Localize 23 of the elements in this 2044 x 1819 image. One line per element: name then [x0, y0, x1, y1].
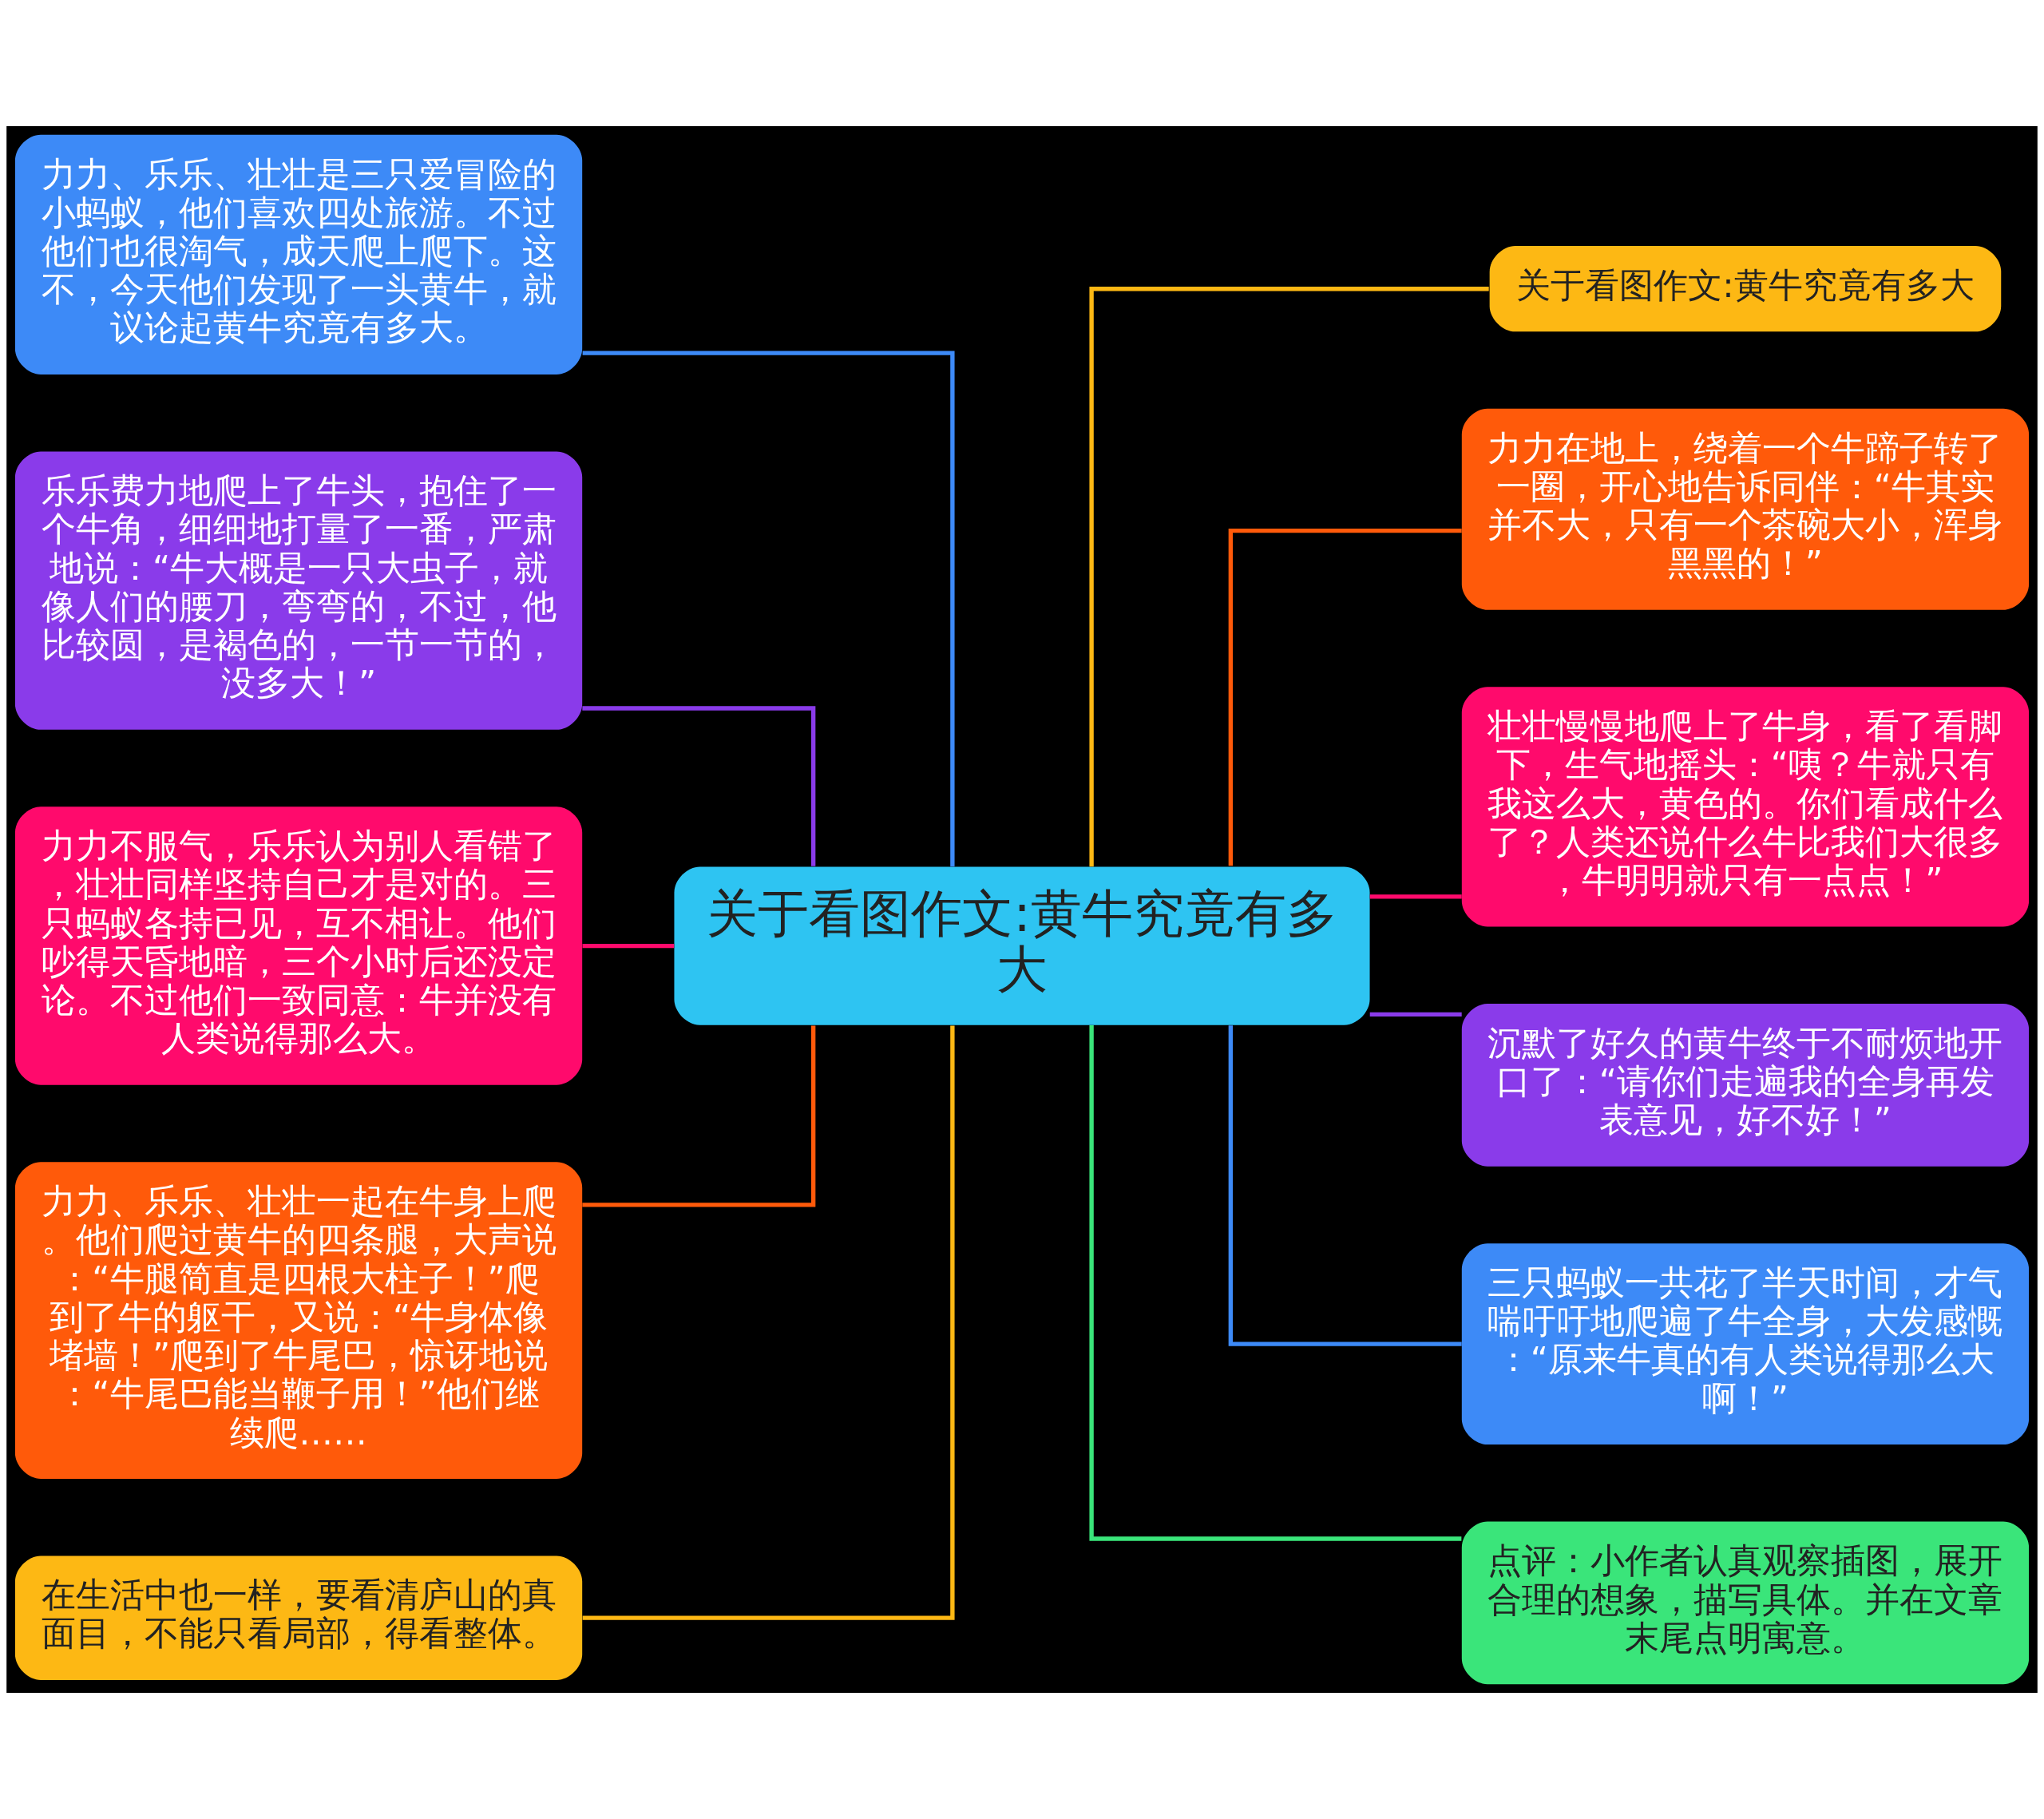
connector	[582, 943, 675, 949]
connector	[1089, 287, 1489, 867]
node-box: 三只蚂蚁一共花了半天时间，才气喘吁吁地爬遍了牛全身，大发感慨：“原来牛真的有人类说得那么大啊！”	[1461, 1243, 2030, 1445]
connector	[1369, 1012, 1462, 1016]
node-box: 沉默了好久的黄牛终于不耐烦地开口了：“请你们走遍我的全身再发表意见，好不好！”	[1461, 1003, 2030, 1167]
node-box: 乐乐费力地爬上了牛头，抱住了一个牛角，细细地打量了一番，严肃地说：“牛大概是一只大虫子，就像人们的腰刀，弯弯的，不过，他比较圆，是褐色的，一节一节的，没多大！”	[14, 451, 583, 730]
node-box: 壮壮慢慢地爬上了牛身，看了看脚下，生气地摇头：“咦？牛就只有我这么大，黄色的。你们看成什么了？人类还说什么牛比我们大很多，牛明明就只有一点点！”	[1461, 687, 2030, 927]
node-box: 力力不服气，乐乐认为别人看错了，壮壮同样坚持自己才是对的。三只蚂蚁各持已见，互不相让。他们吵得天昏地暗，三个小时后还没定论。不过他们一致同意：牛并没有人类说得那么大。	[14, 806, 583, 1085]
node-box: 力力、乐乐、壮壮一起在牛身上爬。他们爬过黄牛的四条腿，大声说：“牛腿简直是四根大柱子！”爬到了牛的躯干，又说：“牛身体像堵墙！”爬到了牛尾巴，惊讶地说：“牛尾巴能当鞭子用！”他们继续爬……	[14, 1162, 583, 1479]
connector	[582, 1025, 955, 1620]
node-box: 力力、乐乐、壮壮是三只爱冒险的小蚂蚁，他们喜欢四处旅游。不过他们也很淘气，成天爬上爬下。这不，今天他们发现了一头黄牛，就议论起黄牛究竟有多大。	[14, 134, 583, 374]
connector	[582, 706, 816, 866]
connector	[582, 351, 955, 867]
connector	[582, 1025, 816, 1207]
node-box: 在生活中也一样，要看清庐山的真面目，不能只看局部，得看整体。	[14, 1555, 583, 1680]
node-box: 点评：小作者认真观察插图，展开合理的想象，描写具体。并在文章末尾点明寓意。	[1461, 1521, 2030, 1685]
connector	[1228, 528, 1462, 866]
connector	[1369, 894, 1462, 899]
connector	[1089, 1024, 1462, 1541]
node-box: 关于看图作文:黄牛究竟有多大	[674, 866, 1370, 1025]
connector	[1228, 1025, 1462, 1346]
node-box: 力力在地上，绕着一个牛蹄子转了一圈，开心地告诉同伴：“牛其实并不大，只有一个茶碗大小，浑身黑黑的！”	[1461, 408, 2030, 610]
node-box: 关于看图作文:黄牛究竟有多大	[1489, 246, 2002, 332]
